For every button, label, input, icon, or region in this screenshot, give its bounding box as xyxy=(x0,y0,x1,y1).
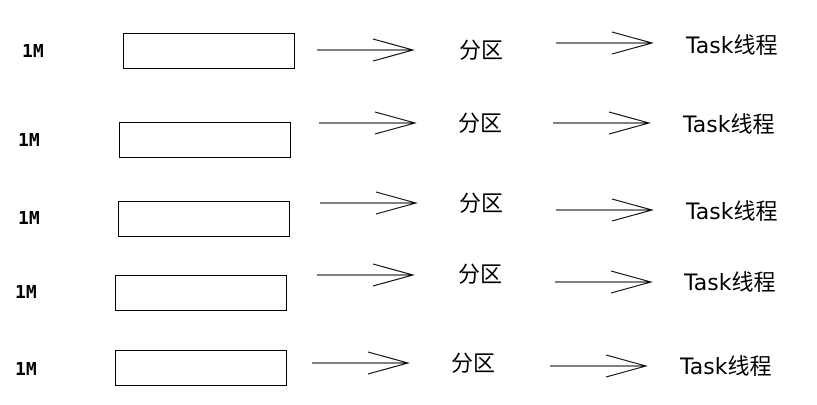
arrow-right-icon xyxy=(317,38,415,62)
task-thread-label: Task线程 xyxy=(682,113,774,138)
data-block xyxy=(118,201,290,237)
diagram-row: 1M 分区 Task线程 xyxy=(15,350,771,386)
arrow-right-icon xyxy=(320,191,418,215)
diagram-row: 1M 分区 Task线程 xyxy=(18,111,774,158)
arrow-right-icon xyxy=(555,270,653,294)
data-block xyxy=(115,275,287,311)
task-thread-label: Task线程 xyxy=(679,355,771,380)
arrow-right-icon xyxy=(550,354,648,378)
size-label: 1M xyxy=(15,359,37,380)
partition-label: 分区 xyxy=(458,112,502,137)
data-block xyxy=(119,122,291,158)
task-thread-label: Task线程 xyxy=(683,271,775,296)
data-block xyxy=(115,350,287,386)
partition-label: 分区 xyxy=(459,192,503,217)
diagram-row: 1M 分区 Task线程 xyxy=(18,191,777,237)
data-block xyxy=(123,33,295,69)
partition-label: 分区 xyxy=(459,39,503,64)
arrow-right-icon xyxy=(556,198,654,222)
task-thread-label: Task线程 xyxy=(685,200,777,225)
task-thread-label: Task线程 xyxy=(685,34,777,59)
arrow-right-icon xyxy=(556,31,654,55)
partition-label: 分区 xyxy=(451,352,495,377)
size-label: 1M xyxy=(18,208,40,229)
size-label: 1M xyxy=(15,282,37,303)
arrow-right-icon xyxy=(317,263,415,287)
arrow-right-icon xyxy=(319,111,417,135)
size-label: 1M xyxy=(18,130,40,151)
diagram-row: 1M 分区 Task线程 xyxy=(22,31,777,69)
size-label: 1M xyxy=(22,41,44,62)
arrow-right-icon xyxy=(312,351,410,375)
arrow-right-icon xyxy=(553,111,651,135)
partition-label: 分区 xyxy=(458,263,502,288)
diagram-row: 1M 分区 Task线程 xyxy=(15,263,775,311)
